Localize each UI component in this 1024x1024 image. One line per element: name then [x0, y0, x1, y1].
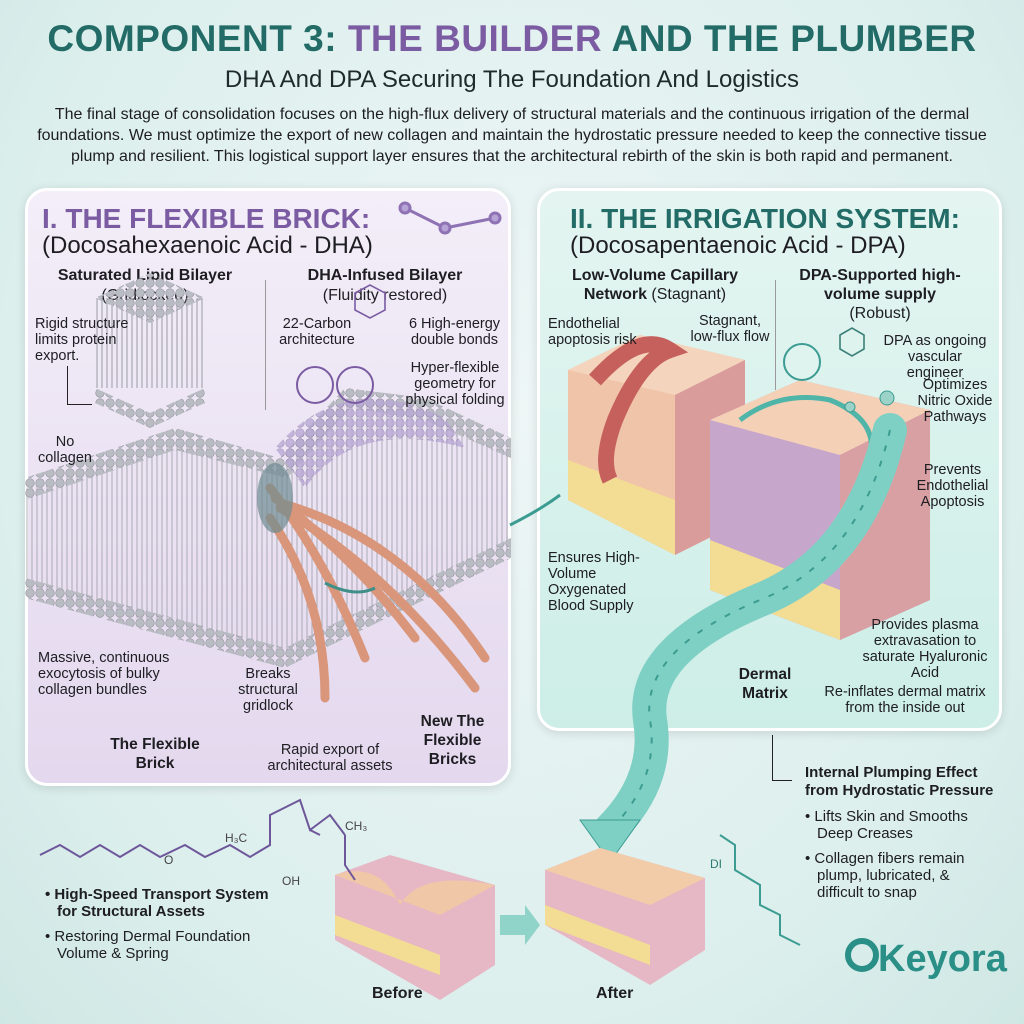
blood-supply-label: Ensures High-Volume Oxygenated Blood Sup… — [548, 550, 640, 614]
plumping-title: Internal Plumping Effect from Hydrostati… — [805, 764, 994, 799]
dpa-subheading: (Docosapentaenoic Acid - DPA) — [570, 232, 906, 259]
right-bullets: • Lifts Skin and Smooths Deep Creases • … — [805, 808, 968, 901]
carbon-label: 22-Carbon architecture — [279, 316, 355, 348]
reinflate-label: Re-inflates dermal matrix from the insid… — [824, 684, 986, 716]
dermal-matrix-label: Dermal Matrix — [738, 666, 792, 702]
rigid-label: Rigid structure limits protein export. — [35, 316, 129, 364]
chem-oh: OH — [282, 874, 300, 888]
new-bricks-label: New The Flexible Bricks — [420, 713, 485, 768]
plasma-label: Provides plasma extravasation to saturat… — [862, 617, 988, 681]
double-bonds-label: 6 High-energy double bonds — [408, 316, 501, 348]
chem-di: DI — [710, 857, 722, 871]
flexible-brick-label: The Flexible Brick — [110, 736, 200, 772]
dpa-supported-title: DPA-Supported high-volume supply — [799, 267, 961, 303]
prevents-apoptosis-label: Prevents Endothelial Apoptosis — [916, 462, 989, 510]
before-label: Before — [372, 985, 423, 1002]
page-title: COMPONENT 3: THE BUILDER AND THE PLUMBER — [47, 18, 977, 59]
capillary-sub: (Stagnant) — [651, 286, 727, 303]
massive-exocytosis-label: Massive, continuous exocytosis of bulky … — [38, 650, 170, 698]
left-bullets: • High-Speed Transport System for Struct… — [45, 886, 269, 962]
dpa-heading: II. THE IRRIGATION SYSTEM: — [570, 203, 960, 234]
after-label: After — [596, 985, 634, 1002]
dha-subheading: (Docosahexaenoic Acid - DHA) — [42, 232, 373, 259]
hyper-flexible-label: Hyper-flexible geometry for physical fol… — [405, 360, 505, 408]
nitric-oxide-label: Optimizes Nitric Oxide Pathways — [917, 377, 993, 425]
breaks-gridlock-label: Breaks structural gridlock — [238, 666, 298, 714]
chem-ch3: CH₃ — [345, 819, 368, 833]
dpa-supported-sub: (Robust) — [849, 305, 911, 322]
dha-infused-title: DHA-Infused Bilayer — [307, 267, 463, 284]
intro-paragraph: The final stage of consolidation focuses… — [37, 106, 987, 165]
vascular-engineer-label: DPA as ongoing vascular engineer — [883, 333, 987, 381]
chem-o: O — [164, 853, 174, 867]
dha-heading: I. THE FLEXIBLE BRICK: — [42, 203, 371, 234]
rapid-export-label: Rapid export of architectural assets — [267, 742, 393, 774]
stagnant-flow-label: Stagnant, low-flux flow — [690, 313, 770, 345]
no-collagen-label: No collagen — [37, 434, 92, 466]
capillary-title: Low-Volume Capillary Network — [572, 267, 738, 303]
endothelial-risk-label: Endothelial apoptosis risk — [548, 316, 637, 348]
keyora-logo: Keyora — [878, 938, 1007, 980]
page-subtitle: DHA And DPA Securing The Foundation And … — [224, 66, 800, 93]
chem-h3c: H₃C — [225, 831, 248, 845]
dha-illustration — [25, 201, 511, 703]
